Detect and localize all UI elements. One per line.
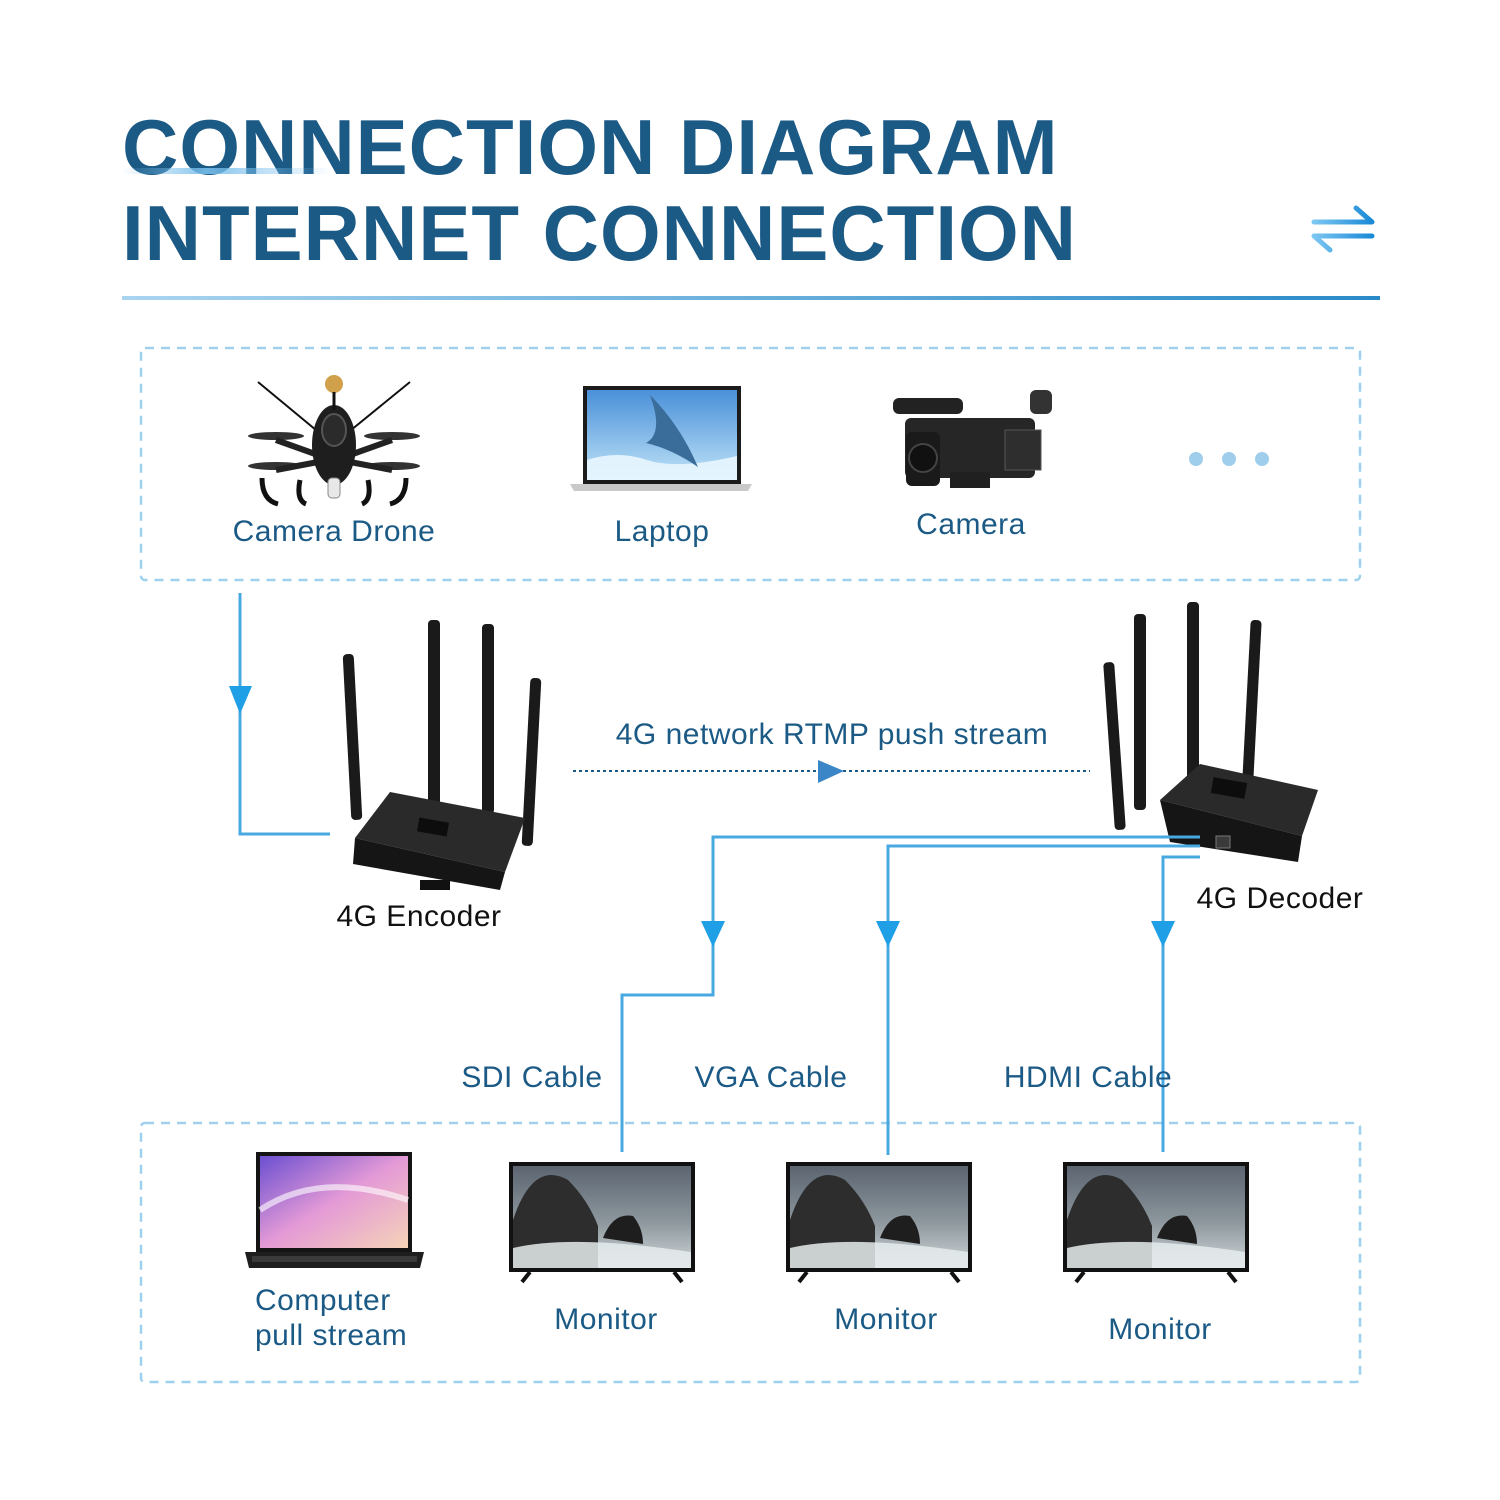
source-label-laptop: Laptop	[614, 515, 710, 548]
output-label-computer-line1: Computer	[255, 1284, 391, 1317]
laptop-icon	[245, 1152, 424, 1268]
title-swoosh	[122, 168, 332, 174]
header-divider	[122, 296, 1380, 300]
title-line-2: INTERNET CONNECTION	[122, 189, 1077, 277]
output-label-computer-line2: pull stream	[255, 1319, 408, 1352]
drone-icon	[248, 375, 420, 507]
output-label-monitor-1: Monitor	[554, 1303, 658, 1336]
router-icon	[1103, 602, 1318, 862]
rtmp-stream-arrow	[573, 760, 1090, 783]
monitor-icon	[509, 1162, 695, 1284]
vga-cable-label: VGA Cable	[694, 1061, 848, 1094]
hdmi-cable-label: HDMI Cable	[1003, 1061, 1173, 1094]
encoder-label: 4G Encoder	[336, 900, 502, 933]
sdi-cable-label: SDI Cable	[461, 1061, 603, 1094]
monitor-icon	[1063, 1162, 1249, 1284]
decoder-output-lines	[620, 835, 1200, 1155]
laptop-icon	[570, 386, 752, 491]
rtmp-stream-label: 4G network RTMP push stream	[615, 718, 1049, 751]
decoder-label: 4G Decoder	[1196, 882, 1364, 915]
source-label-camera-drone: Camera Drone	[232, 515, 436, 548]
decoder-output-arrows	[701, 921, 1175, 947]
monitor-icon	[786, 1162, 972, 1284]
router-icon	[342, 620, 542, 890]
source-to-encoder-line	[229, 593, 330, 836]
output-label-monitor-3: Monitor	[1108, 1313, 1212, 1346]
source-devices-box	[139, 346, 1362, 582]
source-label-camera: Camera	[916, 508, 1026, 541]
more-dots-icon	[1189, 452, 1269, 466]
output-devices-box	[139, 1121, 1362, 1384]
output-label-monitor-2: Monitor	[834, 1303, 938, 1336]
swap-arrows-icon	[1311, 205, 1375, 253]
camcorder-icon	[893, 390, 1052, 488]
